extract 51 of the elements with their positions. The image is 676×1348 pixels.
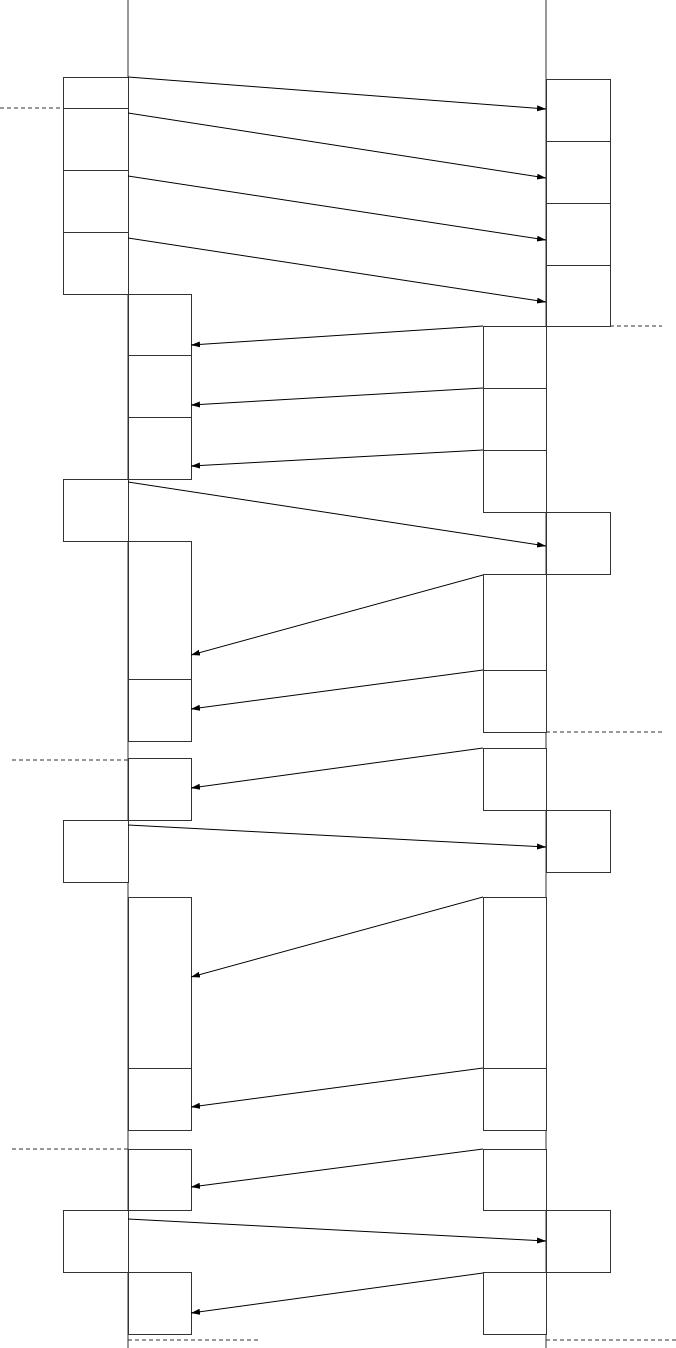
activation-box [483, 1149, 547, 1211]
activation-box [483, 388, 547, 451]
activation-box [128, 897, 192, 1069]
arrow [127, 1218, 547, 1244]
activation-box [128, 1068, 192, 1131]
arrow [127, 481, 547, 548]
activation-box [63, 170, 129, 233]
arrow [127, 175, 547, 242]
activation-box [128, 679, 192, 742]
activation-box [63, 1210, 129, 1273]
activation-box [483, 670, 547, 733]
activation-box [483, 748, 547, 811]
activation-box [63, 232, 129, 295]
activation-box [546, 79, 611, 142]
activation-box [546, 810, 611, 873]
arrow [190, 387, 484, 408]
activation-box [63, 820, 129, 883]
activation-box [483, 1068, 547, 1131]
activation-box [546, 1210, 611, 1273]
activation-box [546, 203, 611, 266]
activation-box [483, 897, 547, 1069]
arrow [190, 449, 484, 469]
arrow [190, 896, 484, 978]
arrow [190, 669, 484, 711]
arrow [190, 1148, 484, 1189]
activation-box [546, 512, 611, 575]
activation-box [128, 1272, 192, 1335]
activation-box [546, 265, 611, 327]
activation-box [128, 758, 192, 821]
arrow [127, 76, 547, 112]
activation-box [63, 108, 129, 171]
arrow [190, 325, 484, 348]
activation-box [128, 541, 192, 680]
arrow [190, 747, 484, 790]
activation-box [63, 479, 129, 542]
arrow [190, 1067, 484, 1109]
arrow [190, 1272, 484, 1315]
activation-box [128, 355, 192, 418]
arrow [127, 824, 547, 850]
activation-box [483, 450, 547, 513]
activation-box [483, 326, 547, 389]
arrow [127, 112, 547, 180]
arrow [190, 574, 484, 656]
activation-box [483, 1272, 547, 1335]
activation-box [128, 294, 192, 356]
activation-box [128, 1149, 192, 1211]
activation-box [63, 77, 129, 109]
activation-box [128, 417, 192, 480]
arrow [127, 237, 547, 304]
activation-box [546, 141, 611, 204]
activation-box [483, 574, 547, 671]
